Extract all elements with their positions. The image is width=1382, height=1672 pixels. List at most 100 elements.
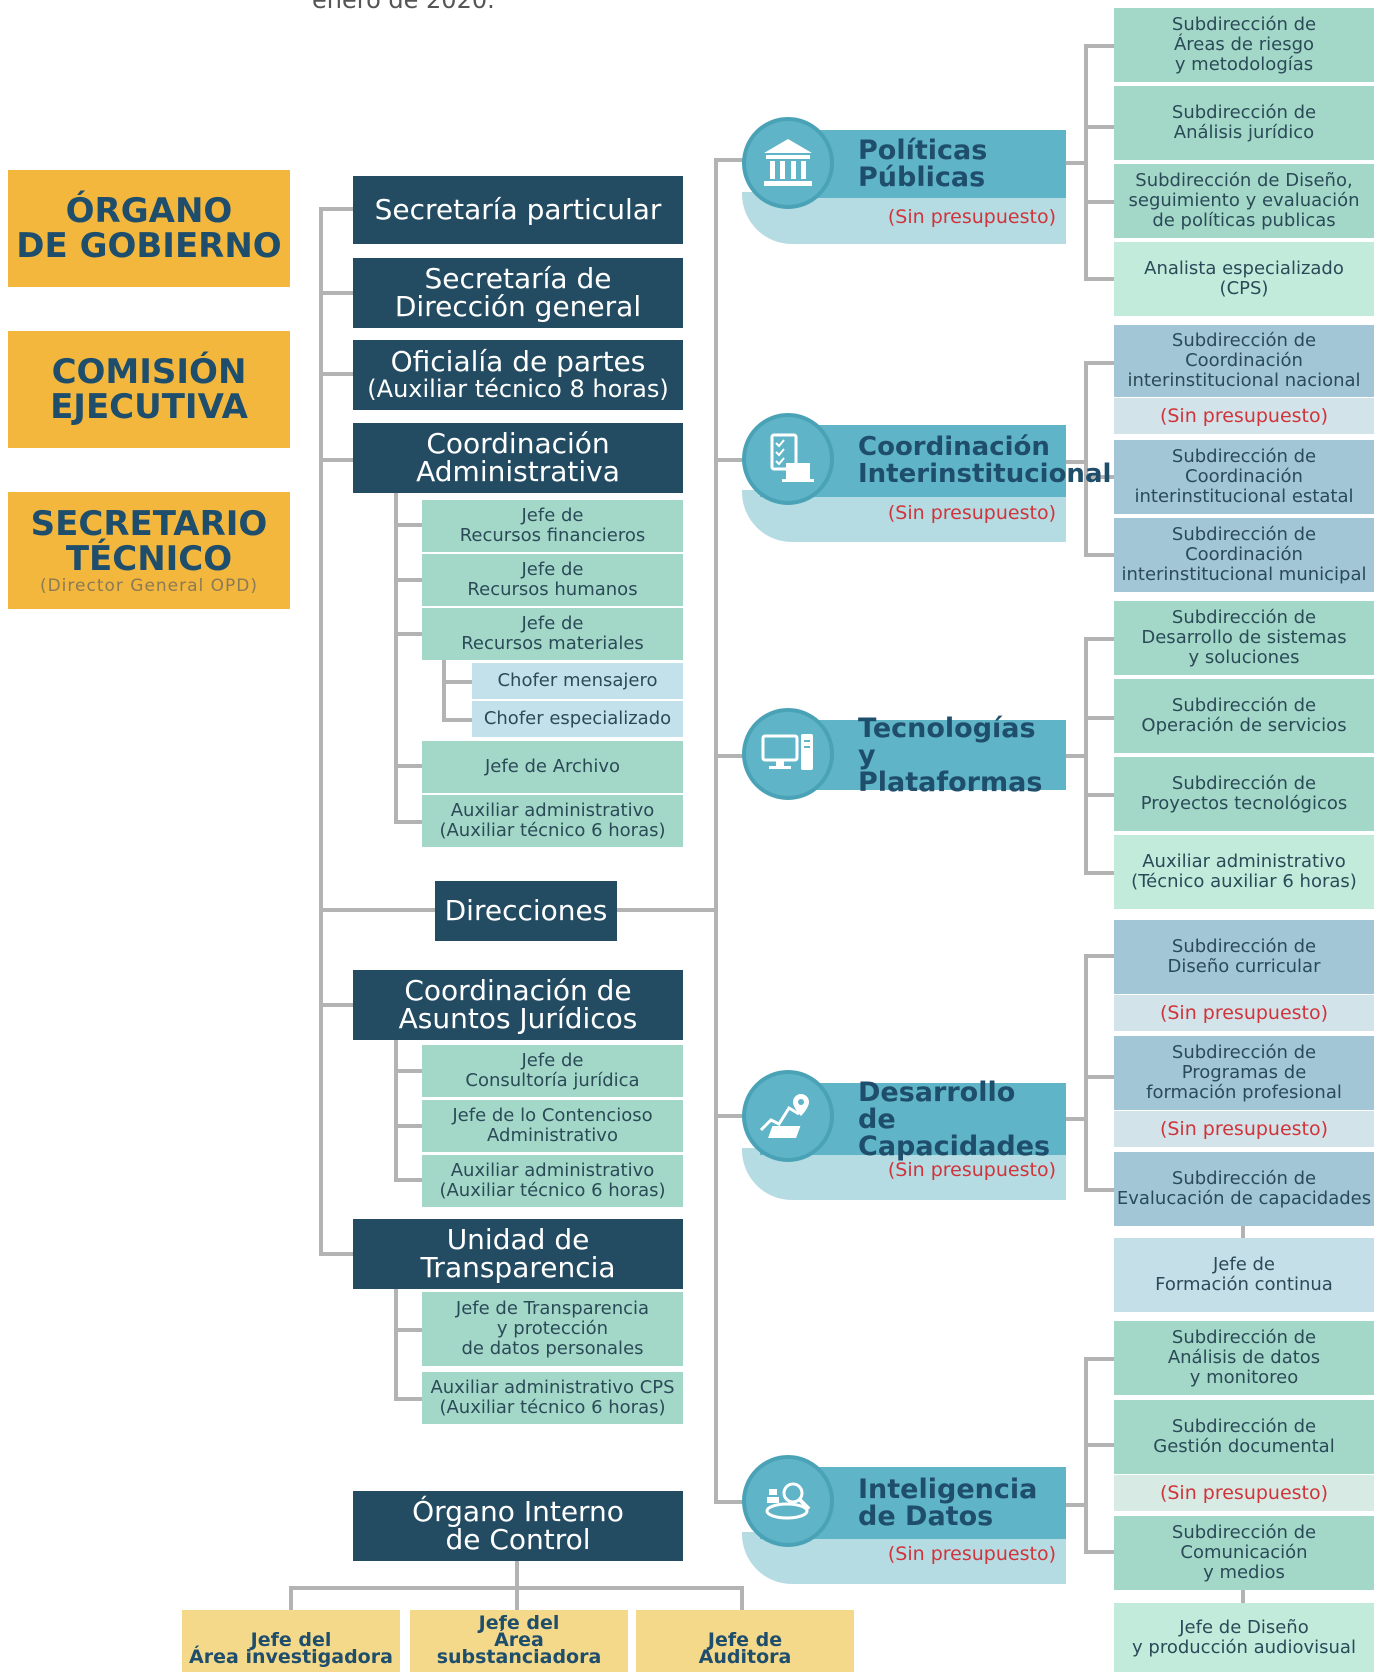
juridico-item-box: Auxiliar administrativo (Auxiliar técnic…: [422, 1155, 683, 1207]
oic-item-label: Jefe de Auditora: [698, 1629, 792, 1668]
subunit-box: Subdirección de Gestión documental: [1114, 1400, 1374, 1474]
secretario-note: (Director General OPD): [39, 575, 259, 596]
admin-item-label: Jefe de Recursos financieros: [459, 505, 646, 546]
juridico-item-box: Jefe de lo Contencioso Administrativo: [422, 1100, 683, 1152]
oic-item-box: Jefe de Auditora: [636, 1610, 854, 1672]
sin-presupuesto-label: (Sin presupuesto): [1159, 1002, 1329, 1024]
subunit-label: Subdirección de Programas de formación p…: [1146, 1042, 1342, 1103]
unidad-transparencia-box: Unidad de Transparencia: [353, 1219, 683, 1289]
juridico-item-box: Jefe de Consultoría jurídica: [422, 1045, 683, 1097]
direcciones-box: Direcciones: [435, 881, 617, 941]
chofer-item-box: Chofer especializado: [472, 701, 683, 737]
oic-item-box: Jefe del Área substanciadora: [410, 1610, 628, 1672]
subunit-label: Subdirección de Diseño curricular: [1167, 936, 1321, 977]
subunit-box: Subdirección de Diseño curricular: [1114, 920, 1374, 994]
secretario-tecnico-box: SECRETARIO TÉCNICO (Director General OPD…: [8, 492, 290, 609]
juridico-item-label: Jefe de lo Contencioso Administrativo: [452, 1105, 653, 1146]
subunit-box: Subdirección de Áreas de riesgo y metodo…: [1114, 8, 1374, 82]
subunit-box: Jefe de Formación continua: [1114, 1238, 1374, 1312]
secretario-line1: SECRETARIO: [30, 503, 268, 544]
secretaria-particular-label: Secretaría particular: [374, 193, 662, 226]
subunit-label: Analista especializado (CPS): [1144, 258, 1344, 299]
subunit-label: Subdirección de Evalucación de capacidad…: [1116, 1168, 1372, 1209]
computer-icon: [742, 708, 834, 800]
comision-ejecutiva-box: COMISIÓN EJECUTIVA: [8, 331, 290, 448]
subunit-label: Subdirección de Análisis de datos y moni…: [1167, 1327, 1321, 1388]
direction-note: (Sin presupuesto): [887, 502, 1056, 524]
chofer-item-label: Chofer mensajero: [497, 670, 658, 691]
oficialia-title: Oficialía de partes: [390, 345, 646, 378]
subunit-label: Subdirección de Coordinación interinstit…: [1134, 446, 1354, 507]
sin-presupuesto-bar: (Sin presupuesto): [1114, 1475, 1374, 1511]
juridico-item-label: Jefe de Consultoría jurídica: [465, 1050, 640, 1091]
oic-item-label: Jefe del Área substanciadora: [436, 1612, 602, 1668]
location-chart-icon: [742, 1070, 834, 1162]
subunit-box: Subdirección de Evalucación de capacidad…: [1114, 1152, 1374, 1226]
subunit-label: Subdirección de Análisis jurídico: [1171, 102, 1317, 143]
subunit-label: Subdirección de Operación de servicios: [1141, 695, 1347, 736]
comision-line2: EJECUTIVA: [50, 386, 248, 427]
subunit-label: Subdirección de Coordinación interinstit…: [1121, 524, 1367, 585]
subunit-box: Subdirección de Análisis jurídico: [1114, 86, 1374, 160]
direction-name: Tecnologías y Plataformas: [760, 715, 1066, 796]
oficialia-partes-box: Oficialía de partes (Auxiliar técnico 8 …: [353, 340, 683, 410]
sin-presupuesto-label: (Sin presupuesto): [1159, 405, 1329, 427]
sin-presupuesto-bar: (Sin presupuesto): [1114, 1111, 1374, 1147]
organo-interno-control-box: Órgano Interno de Control: [353, 1491, 683, 1561]
subunit-box: Subdirección de Análisis de datos y moni…: [1114, 1321, 1374, 1395]
transparencia-item-label: Jefe de Transparencia y protección de da…: [455, 1298, 650, 1359]
checklist-icon: [742, 413, 834, 505]
sin-presupuesto-label: (Sin presupuesto): [1159, 1482, 1329, 1504]
secretaria-particular-box: Secretaría particular: [353, 176, 683, 244]
admin-item-label: Jefe de Recursos humanos: [467, 559, 638, 600]
direction-note: (Sin presupuesto): [887, 1543, 1056, 1565]
oficialia-sub: (Auxiliar técnico 8 horas): [367, 375, 669, 403]
subunit-box: Analista especializado (CPS): [1114, 242, 1374, 316]
transparencia-item-label: Auxiliar administrativo CPS (Auxiliar té…: [430, 1377, 675, 1418]
admin-item-box: Jefe de Recursos humanos: [422, 554, 683, 606]
subunit-label: Subdirección de Desarrollo de sistemas y…: [1141, 607, 1347, 668]
transparencia-item-box: Jefe de Transparencia y protección de da…: [422, 1292, 683, 1366]
oic-item-box: Jefe del Área investigadora: [182, 1610, 400, 1672]
subunit-box: Subdirección de Operación de servicios: [1114, 679, 1374, 753]
organo-line2: DE GOBIERNO: [16, 225, 282, 266]
sin-presupuesto-bar: (Sin presupuesto): [1114, 398, 1374, 434]
coord-admin-label: Coordinación Administrativa: [416, 427, 620, 488]
juridico-item-label: Auxiliar administrativo (Auxiliar técnic…: [439, 1160, 666, 1201]
building-icon: [742, 117, 834, 209]
data-search-icon: [742, 1455, 834, 1547]
coordinacion-administrativa-box: Coordinación Administrativa: [353, 423, 683, 493]
secretario-line2: TÉCNICO: [65, 538, 233, 579]
archivo-label: Jefe de Archivo: [484, 756, 621, 777]
direcciones-label: Direcciones: [444, 894, 608, 927]
admin-item-box: Jefe de Recursos materiales: [422, 608, 683, 660]
sin-presupuesto-bar: (Sin presupuesto): [1114, 995, 1374, 1031]
comision-line1: COMISIÓN: [51, 351, 247, 392]
subunit-box: Subdirección de Diseño, seguimiento y ev…: [1114, 164, 1374, 238]
subunit-label: Auxiliar administrativo (Técnico auxilia…: [1131, 851, 1357, 892]
coordinacion-juridicos-box: Coordinación de Asuntos Jurídicos: [353, 970, 683, 1040]
subunit-box: Jefe de Diseño y producción audiovisual: [1114, 1603, 1374, 1672]
subunit-box: Subdirección de Comunicación y medios: [1114, 1516, 1374, 1590]
chofer-item-box: Chofer mensajero: [472, 663, 683, 699]
secretaria-direccion-box: Secretaría de Dirección general: [353, 258, 683, 328]
subunit-label: Subdirección de Diseño, seguimiento y ev…: [1128, 170, 1360, 231]
caption-text: enero de 2020.: [312, 0, 495, 14]
subunit-box: Subdirección de Programas de formación p…: [1114, 1036, 1374, 1110]
subunit-label: Subdirección de Áreas de riesgo y metodo…: [1171, 14, 1317, 75]
oic-item-label: Jefe del Área investigadora: [189, 1629, 393, 1668]
subunit-box: Subdirección de Coordinación interinstit…: [1114, 518, 1374, 592]
transparencia-item-box: Auxiliar administrativo CPS (Auxiliar té…: [422, 1372, 683, 1424]
subunit-label: Subdirección de Comunicación y medios: [1171, 1522, 1317, 1583]
archivo-box: Jefe de Archivo: [422, 741, 683, 793]
organo-line1: ÓRGANO: [65, 190, 233, 231]
transparencia-label: Unidad de Transparencia: [420, 1223, 616, 1284]
organo-interno-label: Órgano Interno de Control: [412, 1495, 624, 1556]
sin-presupuesto-label: (Sin presupuesto): [1159, 1118, 1329, 1140]
subunit-box: Auxiliar administrativo (Técnico auxilia…: [1114, 835, 1374, 909]
organo-gobierno-box: ÓRGANO DE GOBIERNO: [8, 170, 290, 287]
subunit-label: Subdirección de Coordinación interinstit…: [1127, 330, 1361, 391]
subunit-box: Subdirección de Coordinación interinstit…: [1114, 440, 1374, 514]
subunit-label: Jefe de Diseño y producción audiovisual: [1132, 1616, 1356, 1658]
subunit-label: Subdirección de Proyectos tecnológicos: [1140, 773, 1348, 814]
